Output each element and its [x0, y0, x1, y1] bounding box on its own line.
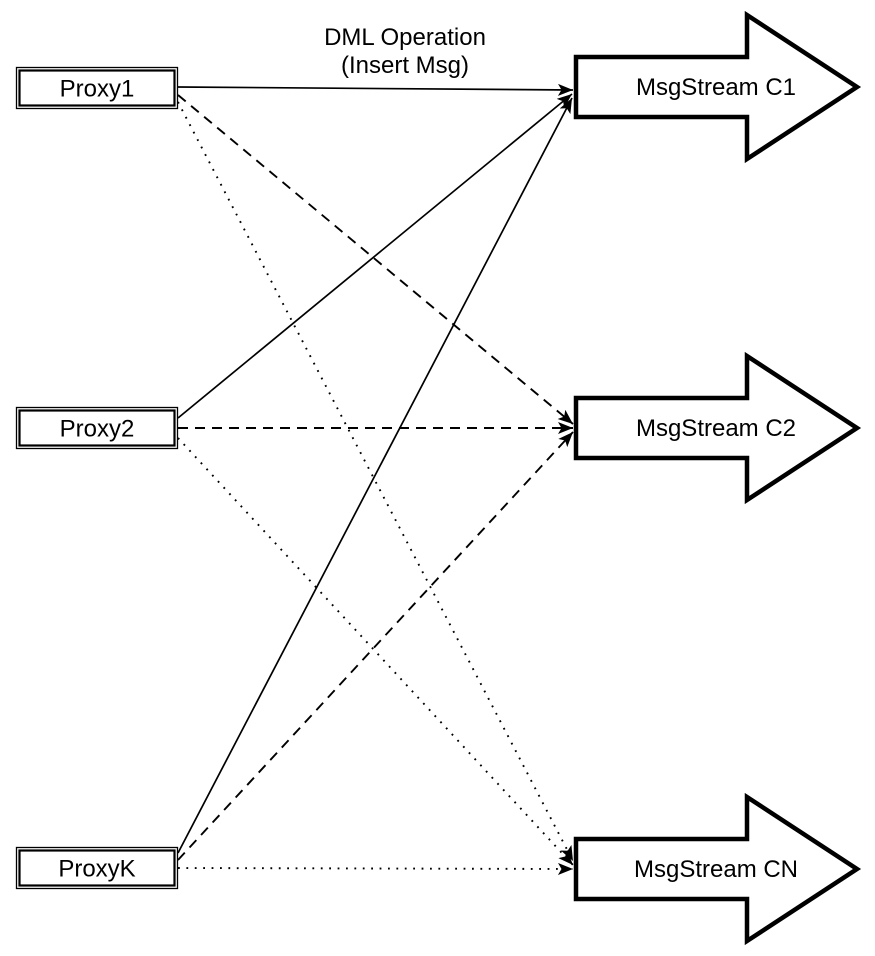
msgstream-c2-arrow-shape: [573, 351, 862, 505]
dml-operation-label-line1: DML Operation: [324, 24, 486, 51]
edge-proxy2-msgstream-cn: [177, 437, 574, 866]
msgstream-c1-label: MsgStream C1: [636, 74, 796, 101]
proxy-node-proxyk: ProxyK: [15, 846, 179, 890]
edge-proxy1-msgstream-cn: [177, 101, 574, 862]
proxyk-label: ProxyK: [58, 856, 135, 883]
proxyk-box-inner: [18, 849, 176, 887]
edges-layer: [177, 83, 574, 875]
proxy-node-proxy2: Proxy2: [15, 406, 179, 450]
edge-proxy1-msgstream-c2: [177, 94, 574, 425]
msgstream-c1-arrow-shape: [573, 10, 862, 164]
stream-node-cn: MsgStream CN: [573, 792, 862, 946]
dml-operation-label: DML Operation (Insert Msg): [324, 24, 486, 79]
proxy2-box-outer: [15, 406, 179, 450]
msgstream-cn-arrow-shape: [573, 792, 862, 946]
proxy2-box-inner: [18, 409, 176, 447]
stream-node-c2: MsgStream C2: [573, 351, 862, 505]
msgstream-cn-label: MsgStream CN: [634, 856, 798, 883]
edge-proxyk-msgstream-cn: [177, 862, 574, 875]
edge-proxy1-msgstream-c1: [177, 83, 574, 96]
proxyk-box-outer: [15, 846, 179, 890]
edge-proxyk-msgstream-c1: [177, 97, 573, 854]
edge-proxyk-msgstream-c2: [177, 431, 574, 861]
edge-proxy2-msgstream-c1: [177, 93, 573, 419]
stream-node-c1: MsgStream C1: [573, 10, 862, 164]
proxy2-label: Proxy2: [60, 416, 135, 443]
proxy1-box-outer: [15, 66, 179, 110]
proxy1-box-inner: [18, 69, 176, 107]
dml-operation-label-line2: (Insert Msg): [341, 52, 469, 79]
proxy-node-proxy1: Proxy1: [15, 66, 179, 110]
proxy1-label: Proxy1: [60, 76, 135, 103]
msgstream-c2-label: MsgStream C2: [636, 415, 796, 442]
